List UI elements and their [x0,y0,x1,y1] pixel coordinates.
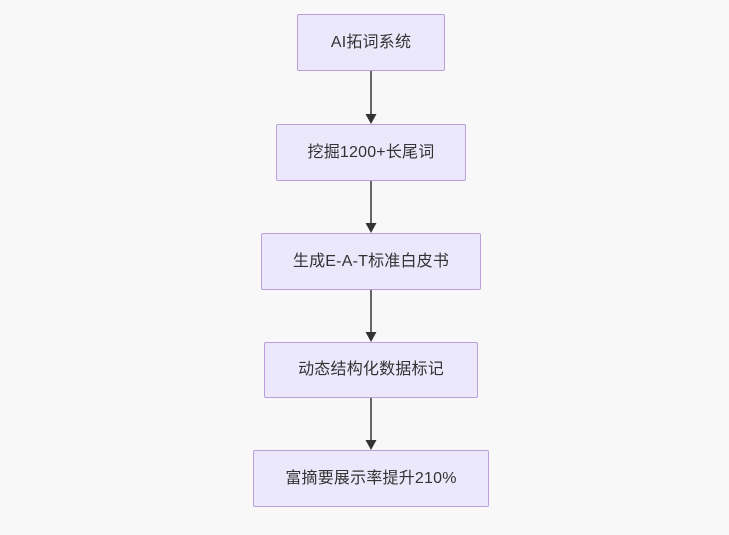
flowchart-node-dynamic-structured-data-markup[interactable]: 动态结构化数据标记 [264,342,478,398]
node-label: AI拓词系统 [330,33,412,51]
node-label: 挖掘1200+长尾词 [307,143,435,161]
edge-node2-to-node3 [361,181,381,233]
edge-node1-to-node2 [361,71,381,124]
node-label: 富摘要展示率提升210% [285,469,457,487]
arrow-down-icon [365,398,377,450]
flowchart-node-rich-snippet-display-rate[interactable]: 富摘要展示率提升210% [253,450,489,507]
node-label: 动态结构化数据标记 [298,361,444,379]
arrow-down-icon [365,290,377,342]
node-label: 生成E-A-T标准白皮书 [292,252,450,270]
flowchart-node-ai-keyword-system[interactable]: AI拓词系统 [297,14,445,71]
flowchart-node-mine-longtail-keywords[interactable]: 挖掘1200+长尾词 [276,124,466,181]
arrow-down-icon [365,71,377,124]
edge-node4-to-node5 [361,398,381,450]
flowchart-node-generate-eat-whitepaper[interactable]: 生成E-A-T标准白皮书 [261,233,481,290]
edge-node3-to-node4 [361,290,381,342]
arrow-down-icon [365,181,377,233]
